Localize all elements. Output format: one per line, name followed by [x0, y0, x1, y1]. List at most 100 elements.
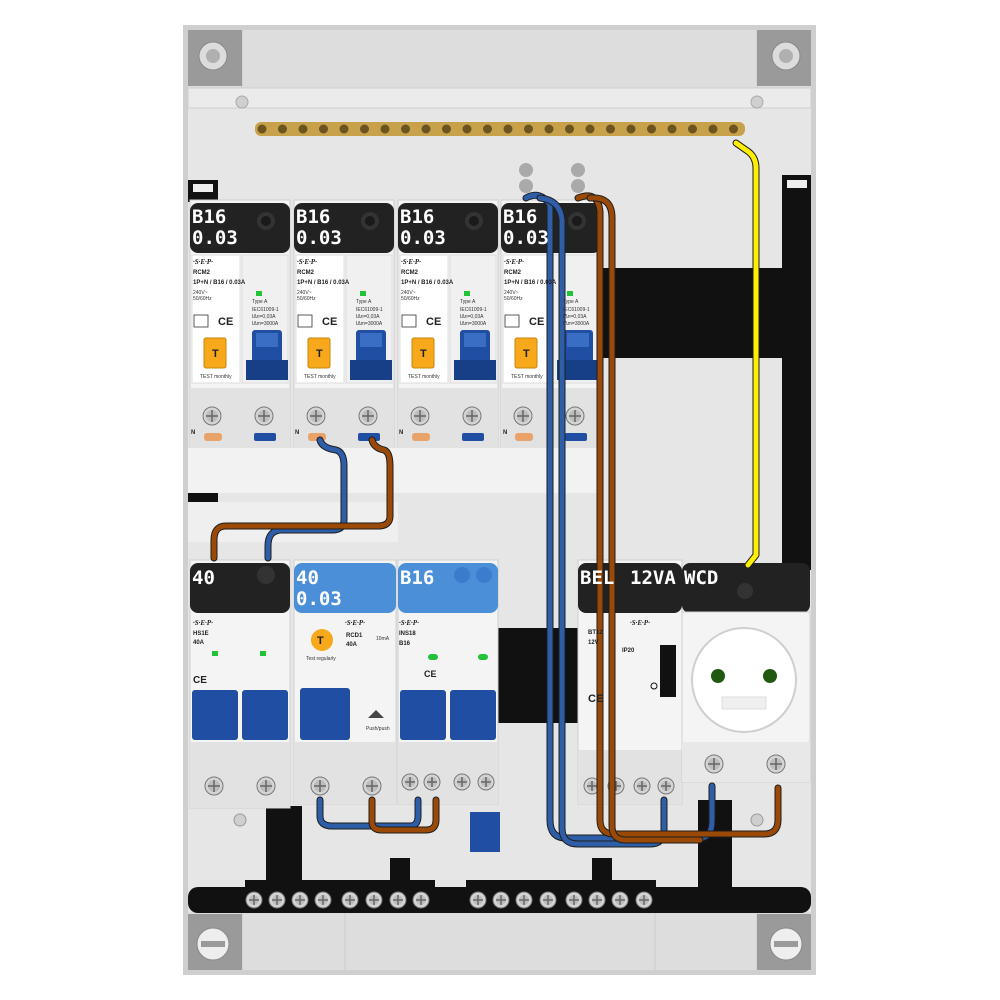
rcbo-4-test-text: TEST monthly	[511, 374, 543, 380]
mcb-screw	[401, 773, 419, 791]
rcbo-3-type: Type A	[460, 299, 476, 305]
rcbo-2-rating: 1P+N / B16 / 0.03A	[297, 280, 350, 286]
rcbo-4-model: RCM2	[504, 270, 522, 276]
top-row-rcbos	[189, 199, 602, 449]
rcbo-cable-sleeve	[412, 433, 430, 441]
rcd-brand: ·S·E·P·	[345, 619, 365, 627]
busbar-hole	[339, 124, 349, 134]
neutral-terminal-screw	[389, 891, 407, 909]
rcbo-status-led	[360, 291, 366, 296]
neutral-terminal-screw	[412, 891, 430, 909]
rcbo-4-icn: IΔm=3000A	[563, 321, 590, 327]
busbar-hole	[319, 124, 328, 134]
rcbo-2-icn: IΔm=3000A	[356, 321, 383, 327]
rcbo-3-brand: ·S·E·P·	[401, 258, 421, 266]
rcbo-1-label-sensitivity: 0.03	[192, 227, 238, 249]
bell-window	[660, 645, 676, 697]
rcbo-1-freq: 50/60Hz	[193, 296, 212, 302]
bottom-cover-strip	[188, 912, 811, 970]
rcbo-3-label-sensitivity: 0.03	[400, 227, 446, 249]
rcbo-4-brand: ·S·E·P·	[504, 258, 524, 266]
busbar-hole	[442, 124, 451, 134]
rcbo-1-icn: IΔm=3000A	[252, 321, 279, 327]
din-rail-middle	[498, 628, 580, 723]
rcbo-status-led	[567, 291, 573, 296]
busbar-hole	[708, 124, 718, 134]
rcd-label-sensitivity: 0.03	[296, 588, 342, 610]
rcd-label-rating: 40	[296, 567, 319, 589]
corner-screw-bottom-left	[188, 914, 242, 970]
rcbo-3-idn: IΔn=0,03A	[460, 314, 484, 320]
rcbo-3-test-letter: T	[420, 348, 427, 360]
busbar-hole	[544, 124, 554, 134]
mcb-ce-mark: CE	[424, 669, 437, 679]
neutral-terminal-screw	[565, 891, 583, 909]
bell-phase-wire-2	[587, 195, 703, 843]
rcbo-1-neutral-mark: N	[191, 430, 195, 436]
busbar-hole	[585, 124, 595, 134]
rcbo-1-test-text: TEST monthly	[200, 374, 232, 380]
rcbo-terminal-screw	[202, 406, 222, 426]
main-switch-ce-mark: CE	[193, 675, 207, 686]
rcbo-module-3	[397, 199, 499, 449]
neutral-terminal-screw	[539, 891, 557, 909]
rcbo-terminal-screw	[254, 406, 274, 426]
rcbo-4-ce-mark: CE	[529, 316, 544, 328]
rcbo-4-label-rating: B16	[503, 206, 537, 228]
busbar-hole	[524, 124, 533, 134]
rcbo-terminal-screw	[306, 406, 326, 426]
neutral-terminal-screw	[341, 891, 359, 909]
socket-module	[681, 563, 811, 783]
main-switch-screw	[256, 776, 276, 796]
rcd-screw	[310, 776, 330, 796]
rcbo-1-ce-mark: CE	[218, 316, 233, 328]
top-flange	[187, 87, 812, 109]
bell-screw	[657, 777, 675, 795]
main-switch-model: HS1E	[193, 631, 209, 637]
busbar-hole	[462, 124, 472, 134]
neutral-terminal-screw	[365, 891, 383, 909]
rcd-push-text: Push/push	[366, 726, 390, 732]
main-switch-brand: ·S·E·P·	[193, 619, 213, 627]
mcb-handle	[400, 690, 446, 740]
rcbo-test-button	[307, 337, 331, 369]
rcbo-2-test-text: TEST monthly	[304, 374, 336, 380]
rcbo-4-standard: IEC61009-1	[563, 307, 590, 313]
rcbo-1-rating: 1P+N / B16 / 0.03A	[193, 280, 246, 286]
rcd-label-cap	[294, 563, 396, 613]
bell-ce-mark: CE	[588, 693, 603, 705]
mcb-led	[428, 654, 438, 660]
rcbo-2-label-rating: B16	[296, 206, 330, 228]
rcbo-2-brand: ·S·E·P·	[297, 258, 317, 266]
busbar-hole	[483, 124, 492, 134]
rcbo-4-neutral-mark: N	[503, 430, 507, 436]
rcbo-cert-mark	[401, 314, 417, 328]
rcbo-terminal-screw	[358, 406, 378, 426]
rcbo-4-idn: IΔn=0,03A	[563, 314, 587, 320]
neutral-terminal-screw	[291, 891, 309, 909]
rcbo-test-button	[514, 337, 538, 369]
neutral-terminal-screw	[492, 891, 510, 909]
mcb-handle	[450, 690, 496, 740]
socket-hole	[711, 669, 725, 683]
rcbo-3-neutral-mark: N	[399, 430, 403, 436]
rcbo-2-standard: IEC61009-1	[356, 307, 383, 313]
rcbo-3-freq: 50/60Hz	[401, 296, 420, 302]
rcd-rating: 40A	[346, 642, 358, 648]
busbar-hole	[503, 124, 513, 134]
bell-transformer-power-label: 12VA	[630, 567, 676, 589]
rcbo-cable-sleeve	[515, 433, 533, 441]
rcbo-test-button	[203, 337, 227, 369]
bell-transformer-module	[577, 559, 683, 805]
rcbo-cert-mark	[297, 314, 313, 328]
rcd-model: RCD1	[346, 633, 363, 639]
rcbo-terminal-screw	[462, 406, 482, 426]
corner-screw-bottom-right	[757, 914, 811, 970]
bell-brand: ·S·E·P·	[630, 619, 650, 627]
rcbo-1-standard: IEC61009-1	[252, 307, 279, 313]
bell-model: BT12	[588, 630, 603, 636]
rcd-handle	[300, 688, 350, 740]
neutral-terminal-screw	[635, 891, 653, 909]
rcbo-3-voltage: 240V~	[401, 290, 416, 296]
